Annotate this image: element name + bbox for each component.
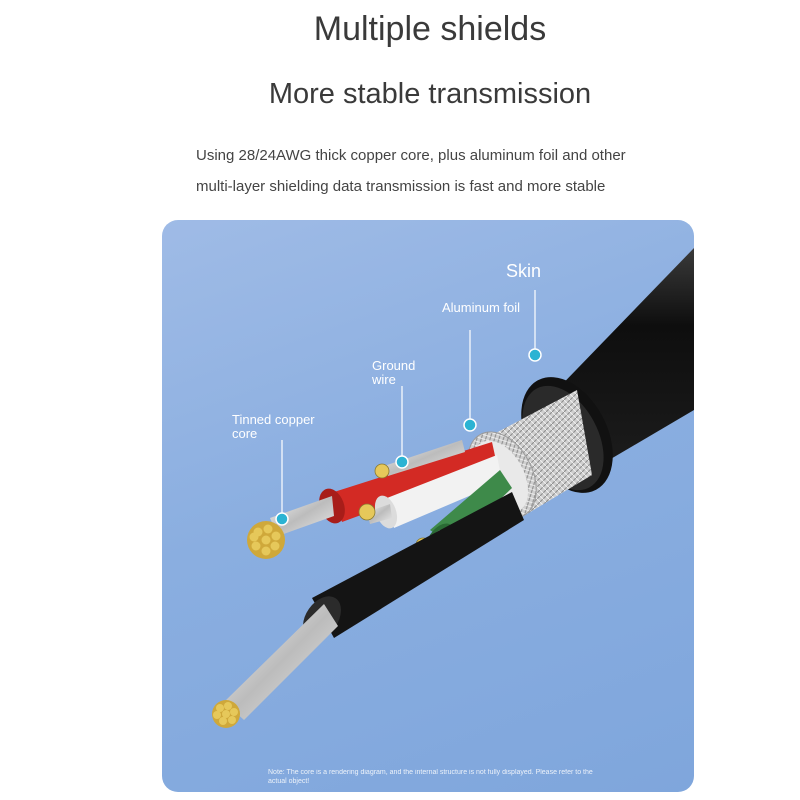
skin-label: Skin [506,261,542,281]
white-wire [367,455,502,529]
copper-strand-bundle-large [212,700,240,728]
callout-lines [281,290,536,517]
cable-illustration-panel: Skin Aluminum foil Ground wire Tinned co… [162,220,694,792]
copper-strand-bundle-small [247,521,285,559]
ground-wire-callout-marker [395,455,409,469]
tinned-copper-core-callout-marker [275,512,289,526]
black-power-wire [212,492,524,728]
red-wire [270,442,497,536]
page-subtitle: More stable transmission [268,78,592,110]
copper-strand-tip-red [358,503,376,521]
description-line-2: multi-layer shielding data transmission … [196,178,606,195]
rendering-note: Note: The core is a rendering diagram, a… [268,769,593,785]
cable-cross-section-illustration [212,248,694,728]
aluminum-foil-label: Aluminum foil [442,300,521,315]
ground-wire-label: Ground wire [372,358,416,387]
aluminum-foil-callout-marker [463,418,477,432]
skin-callout-marker [528,348,542,362]
page-title: Multiple shields [313,10,547,48]
description-line-1: Using 28/24AWG thick copper core, plus a… [196,147,626,164]
description: Using 28/24AWG thick copper core, plus a… [196,140,716,202]
tinned-copper-core-label: Tinned copper core [232,412,315,441]
